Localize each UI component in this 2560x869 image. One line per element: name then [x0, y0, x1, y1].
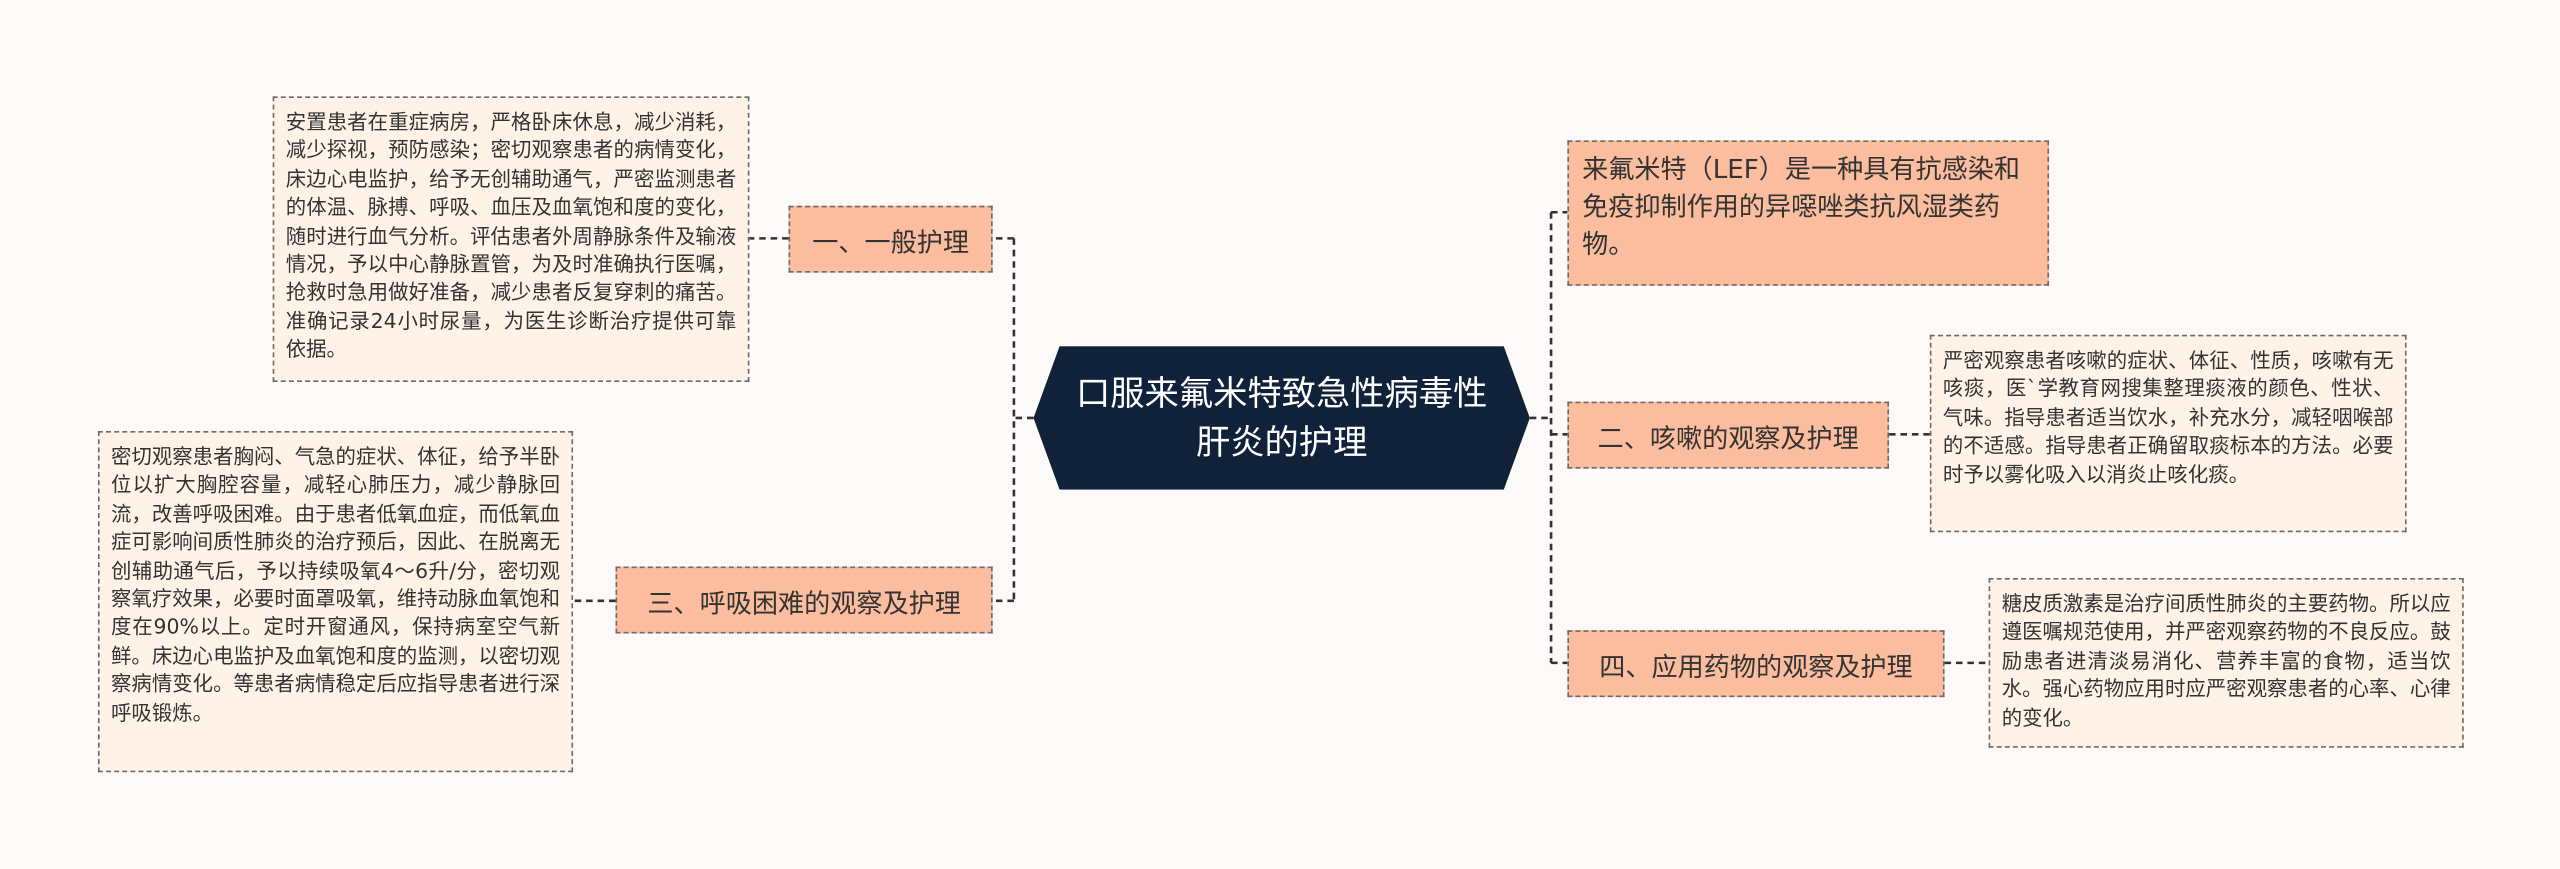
leaf-cough-care-text: 严密观察患者咳嗽的症状、体征、性质，咳嗽有无咳痰，医`学教育网搜集整理痰液的颜色… [1942, 347, 2394, 486]
branch-medication-care-label: 四、应用药物的观察及护理 [1599, 650, 1913, 682]
central-topic-title: 口服来氟米特致急性病毒性肝炎的护理 [1075, 373, 1488, 463]
leaf-medication-care-detail[interactable]: 糖皮质激素是治疗间质性肺炎的主要药物。所以应遵医嘱规范使用，并严密观察药物的不良… [1988, 577, 2464, 748]
branch-cough-care-label: 二、咳嗽的观察及护理 [1597, 422, 1859, 454]
leaf-dyspnea-care-text: 密切观察患者胸闷、气急的症状、体征，给予半卧位以扩大胸腔容量，减轻心肺压力，减少… [111, 444, 561, 725]
connector-left-trunk [1012, 238, 1034, 601]
connector-right-trunk [1529, 212, 1553, 663]
branch-cough-care[interactable]: 二、咳嗽的观察及护理 [1567, 401, 1890, 469]
leaf-medication-care-text: 糖皮质激素是治疗间质性肺炎的主要药物。所以应遵医嘱规范使用，并严密观察药物的不良… [2001, 591, 2451, 730]
leaf-general-care-text: 安置患者在重症病房，严格卧床休息，减少消耗，减少探视，预防感染；密切观察患者的病… [285, 109, 737, 362]
leaf-dyspnea-care-detail[interactable]: 密切观察患者胸闷、气急的症状、体征，给予半卧位以扩大胸腔容量，减轻心肺压力，减少… [97, 431, 574, 773]
branch-dyspnea-care[interactable]: 三、呼吸困难的观察及护理 [615, 566, 993, 634]
info-node-text: 来氟米特（LEF）是一种具有抗感染和免疫抑制作用的异噁唑类抗风湿类药物。 [1582, 153, 2021, 260]
branch-medication-care[interactable]: 四、应用药物的观察及护理 [1567, 630, 1945, 698]
info-node-lef-description[interactable]: 来氟米特（LEF）是一种具有抗感染和免疫抑制作用的异噁唑类抗风湿类药物。 [1567, 140, 2050, 286]
branch-dyspnea-care-label: 三、呼吸困难的观察及护理 [647, 586, 961, 618]
central-topic[interactable]: 口服来氟米特致急性病毒性肝炎的护理 [1033, 346, 1530, 490]
branch-general-care[interactable]: 一、一般护理 [788, 205, 993, 273]
leaf-general-care-detail[interactable]: 安置患者在重症病房，严格卧床休息，减少消耗，减少探视，预防感染；密切观察患者的病… [272, 96, 750, 383]
leaf-cough-care-detail[interactable]: 严密观察患者咳嗽的症状、体征、性质，咳嗽有无咳痰，医`学教育网搜集整理痰液的颜色… [1929, 334, 2407, 533]
branch-general-care-label: 一、一般护理 [812, 226, 970, 258]
